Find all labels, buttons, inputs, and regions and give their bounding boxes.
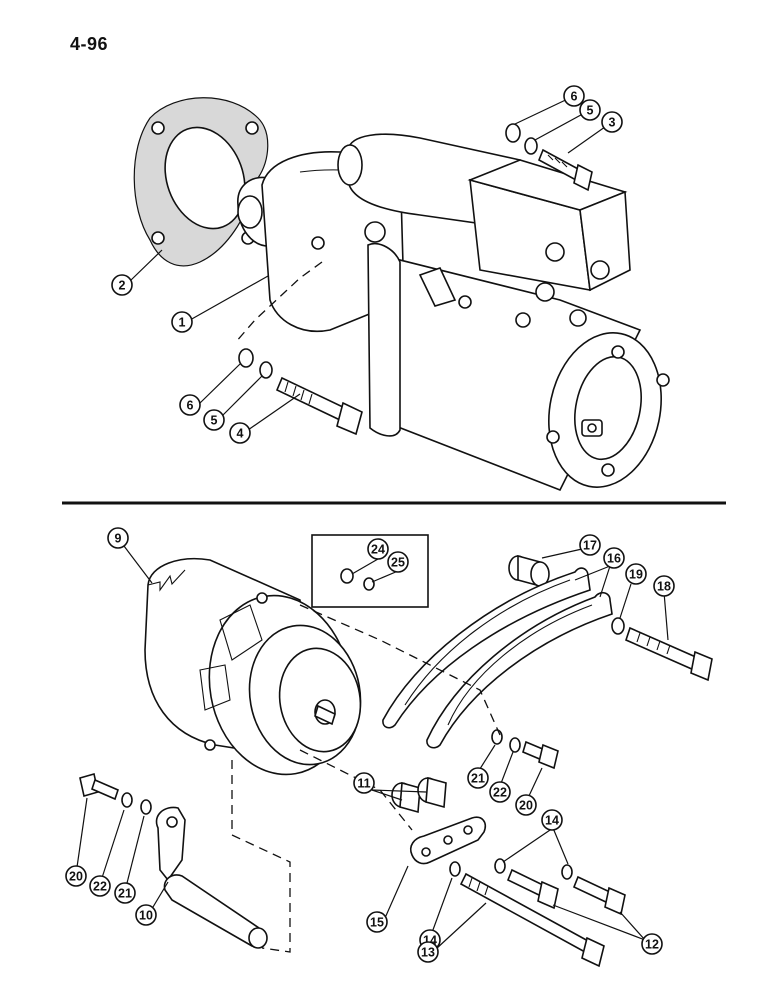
callout-label: 14 xyxy=(545,814,559,828)
callout-1: 1 xyxy=(171,311,193,333)
bolt-13-set xyxy=(449,861,605,968)
callout-label: 21 xyxy=(471,772,485,786)
inset-box xyxy=(311,534,429,608)
callout-16: 16 xyxy=(603,547,625,569)
callout-label: 4 xyxy=(237,427,244,441)
callout-5: 5 xyxy=(203,409,225,431)
bolt-20-left-set xyxy=(79,772,152,815)
callout-label: 6 xyxy=(187,399,194,413)
callout-label: 20 xyxy=(69,870,83,884)
alternator-alignment-line-2 xyxy=(299,604,501,736)
callout-20: 20 xyxy=(515,794,537,816)
bolt-3-set xyxy=(505,123,593,192)
callout-4: 4 xyxy=(229,422,251,444)
callout-label: 9 xyxy=(115,532,122,546)
callout-22: 22 xyxy=(489,781,511,803)
callout-13: 13 xyxy=(417,941,439,963)
callout-label: 10 xyxy=(139,909,153,923)
alternator-alignment-line-1 xyxy=(231,760,291,953)
callout-11: 11 xyxy=(353,772,375,794)
callout-label: 22 xyxy=(93,880,107,894)
starter-assembly xyxy=(129,95,670,492)
callout-label: 19 xyxy=(629,568,643,582)
callout-label: 3 xyxy=(609,116,616,130)
callout-14: 14 xyxy=(541,809,563,831)
callout-6: 6 xyxy=(563,85,585,107)
alternator xyxy=(144,557,362,776)
adjusting-bracket xyxy=(382,567,613,749)
callout-label: 15 xyxy=(370,916,384,930)
callout-label: 2 xyxy=(119,279,126,293)
callout-25: 25 xyxy=(387,551,409,573)
alternator-alignment-line-3 xyxy=(299,749,413,831)
callout-18: 18 xyxy=(653,575,675,597)
callout-20: 20 xyxy=(65,865,87,887)
callout-label: 16 xyxy=(607,552,621,566)
starter-motor xyxy=(237,133,670,492)
spacers-11 xyxy=(391,776,447,814)
callout-label: 17 xyxy=(583,539,597,553)
callout-21: 21 xyxy=(114,882,136,904)
callout-label: 24 xyxy=(371,543,385,557)
mounting-gasket xyxy=(133,97,269,267)
callout-label: 12 xyxy=(645,938,659,952)
callout-12: 12 xyxy=(641,933,663,955)
bolt-20-right-set xyxy=(491,729,559,770)
callout-19: 19 xyxy=(625,563,647,585)
callout-21: 21 xyxy=(467,767,489,789)
callout-label: 13 xyxy=(421,946,435,960)
callout-15: 15 xyxy=(366,911,388,933)
callout-label: 6 xyxy=(571,90,578,104)
link-plate xyxy=(409,816,487,865)
bolt-18-set xyxy=(611,617,713,682)
spacer-17 xyxy=(508,554,550,588)
bolt-4-set xyxy=(238,348,363,436)
callout-24: 24 xyxy=(367,538,389,560)
bolts-12-set xyxy=(494,858,626,916)
callout-3: 3 xyxy=(601,111,623,133)
callout-2: 2 xyxy=(111,274,133,296)
callout-label: 18 xyxy=(657,580,671,594)
callout-9: 9 xyxy=(107,527,129,549)
callout-17: 17 xyxy=(579,534,601,556)
callout-label: 1 xyxy=(179,316,186,330)
support-rod xyxy=(155,806,268,949)
page-number: 4-96 xyxy=(70,34,109,54)
callout-22: 22 xyxy=(89,875,111,897)
callout-label: 5 xyxy=(211,414,218,428)
callout-6: 6 xyxy=(179,394,201,416)
callout-label: 21 xyxy=(118,887,132,901)
callout-label: 11 xyxy=(357,777,370,791)
callout-label: 5 xyxy=(587,104,594,118)
callout-label: 20 xyxy=(519,799,533,813)
callout-label: 22 xyxy=(493,786,507,800)
callout-5: 5 xyxy=(579,99,601,121)
alternator-assembly xyxy=(75,534,713,968)
callout-label: 25 xyxy=(391,556,405,570)
callout-10: 10 xyxy=(135,904,157,926)
